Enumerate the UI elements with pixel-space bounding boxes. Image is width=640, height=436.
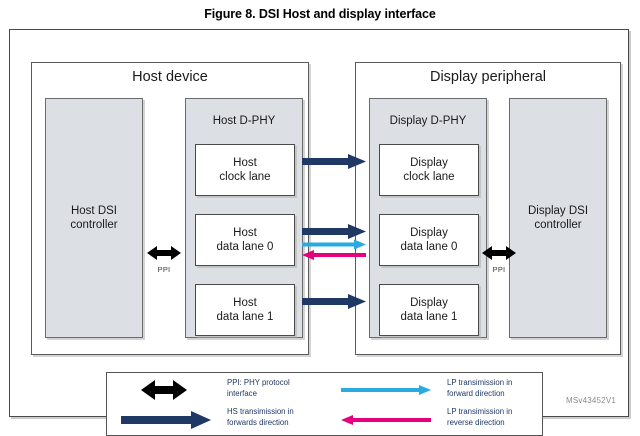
data-lane-0-hs-link	[302, 224, 366, 239]
display-device-box: Display peripheral Display D-PHY Display…	[355, 62, 621, 355]
display-device-title: Display peripheral	[429, 69, 547, 85]
clock-lane-hs-link	[302, 154, 366, 169]
arrow-magenta-left-icon	[341, 415, 431, 425]
data-lane-0-lp-forward-link	[302, 239, 366, 250]
data-lane-1-hs-link	[302, 294, 366, 309]
figure-title: Figure 8. DSI Host and display interface	[204, 7, 436, 21]
ppi-double-arrow-icon	[482, 246, 516, 260]
display-ppi-label: PPI	[492, 265, 506, 274]
double-arrow-black-icon	[141, 380, 187, 400]
host-ppi-label: PPI	[157, 265, 171, 274]
host-dphy-label: Host D-PHY	[212, 115, 276, 127]
arrow-lightblue-right-icon	[341, 385, 431, 395]
arrow-navy-right-icon	[121, 411, 211, 429]
data-lane-0-lp-reverse-link	[302, 250, 366, 260]
display-dphy-label: Display D-PHY	[389, 115, 467, 127]
host-device-title: Host device	[132, 69, 208, 85]
ppi-double-arrow-icon	[147, 246, 181, 260]
display-ppi-connector: PPI	[482, 245, 516, 274]
figure-watermark: MSv43452V1	[565, 396, 616, 405]
interconnect-arrows	[302, 154, 366, 309]
host-ppi-connector: PPI	[147, 245, 181, 274]
